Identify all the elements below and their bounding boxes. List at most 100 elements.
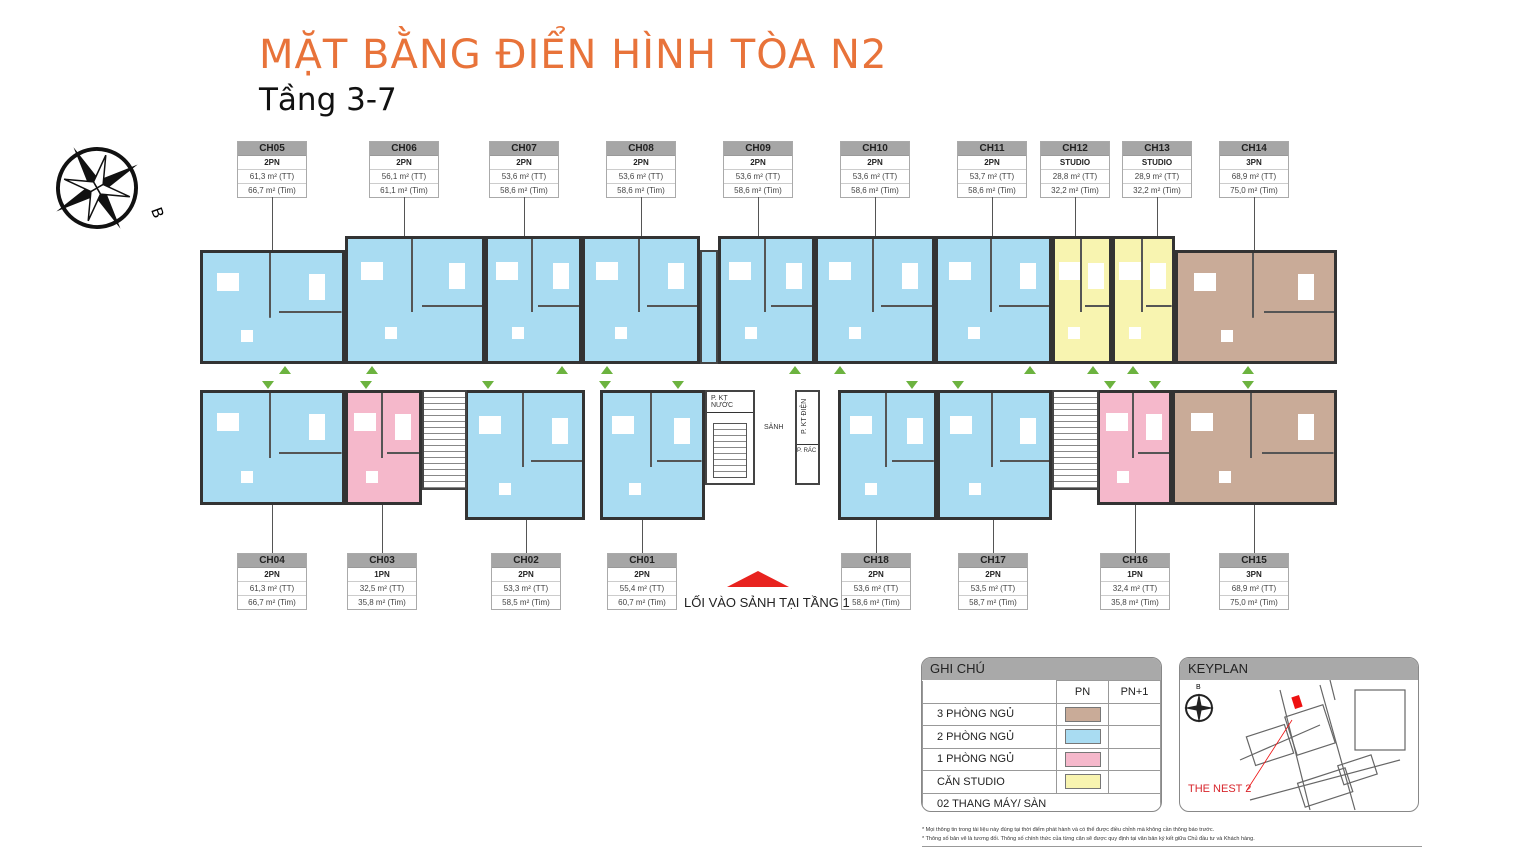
- keyplan-panel: KEYPLAN B THE NEST 2: [1179, 657, 1419, 812]
- unit-code: CH06: [370, 142, 438, 156]
- corridor-entry-marker-icon: [360, 381, 372, 389]
- unit-ch17[interactable]: [937, 390, 1052, 520]
- unit-tt: 28,9 m² (TT): [1123, 170, 1191, 184]
- core-water-room: P. KT NƯỚC: [705, 390, 755, 485]
- unit-type: 2PN: [238, 156, 306, 170]
- unit-tim: 58,6 m² (Tim): [852, 598, 900, 607]
- leader-line: [992, 197, 993, 236]
- leader-line: [642, 520, 643, 553]
- leader-line: [272, 505, 273, 553]
- unit-type: 2PN: [842, 568, 910, 582]
- unit-tt: 56,1 m² (TT): [370, 170, 438, 184]
- keyplan-map: B THE NEST 2: [1184, 679, 1406, 811]
- footnotes: * Mọi thông tin trong tài liệu này đúng …: [922, 826, 1255, 844]
- corridor-entry-marker-icon: [1024, 366, 1036, 374]
- corridor-entry-marker-icon: [279, 366, 291, 374]
- unit-type: 2PN: [607, 156, 675, 170]
- unit-type: 1PN: [348, 568, 416, 582]
- stairwell-left: [422, 390, 467, 490]
- stairwell-right: [1052, 390, 1099, 490]
- corridor-entry-marker-icon: [1242, 366, 1254, 374]
- unit-ch14[interactable]: [1175, 250, 1337, 364]
- legend-empty-cell: [1108, 725, 1161, 749]
- keyplan-project-label: THE NEST 2: [1188, 783, 1251, 795]
- unit-ch16[interactable]: [1097, 390, 1172, 505]
- legend-swatch-cell: [1056, 747, 1109, 771]
- legend-row-label: 3 PHÒNG NGỦ: [922, 702, 1057, 726]
- unit-tt: 55,4 m² (TT): [608, 582, 676, 596]
- unit-ch11[interactable]: [935, 236, 1052, 364]
- unit-type: 2PN: [608, 568, 676, 582]
- unit-ch07[interactable]: [485, 236, 582, 364]
- unit-code: CH15: [1220, 554, 1288, 568]
- unit-tt: 61,3 m² (TT): [238, 582, 306, 596]
- unit-ch02[interactable]: [465, 390, 585, 520]
- unit-tt: 53,6 m² (TT): [607, 170, 675, 184]
- unit-code: CH05: [238, 142, 306, 156]
- unit-ch15[interactable]: [1172, 390, 1337, 505]
- corridor-entry-marker-icon: [1149, 381, 1161, 389]
- unit-ch05[interactable]: [200, 250, 345, 364]
- unit-type: 2PN: [370, 156, 438, 170]
- corridor-entry-marker-icon: [556, 366, 568, 374]
- leader-line: [1135, 505, 1136, 553]
- trash-room-label: P. RÁC: [797, 444, 818, 454]
- unit-tim: 58,6 m² (Tim): [734, 186, 782, 195]
- leader-line: [641, 197, 642, 236]
- corridor-entry-marker-icon: [599, 381, 611, 389]
- unit-tim: 58,5 m² (Tim): [502, 598, 550, 607]
- leader-line: [758, 197, 759, 236]
- legend-swatch: [1064, 774, 1101, 790]
- unit-tt: 32,5 m² (TT): [348, 582, 416, 596]
- floor-subtitle: Tầng 3-7: [259, 82, 397, 118]
- leader-line: [1157, 197, 1158, 236]
- unit-type: 3PN: [1220, 568, 1288, 582]
- unit-tim: 35,8 m² (Tim): [358, 598, 406, 607]
- unit-code: CH18: [842, 554, 910, 568]
- footnote: * Thông số bản vẽ là tương đối. Thông số…: [922, 836, 1255, 842]
- unit-tt: 68,9 m² (TT): [1220, 582, 1288, 596]
- unit-type: STUDIO: [1123, 156, 1191, 170]
- unit-ch03[interactable]: [345, 390, 422, 505]
- corridor-entry-marker-icon: [952, 381, 964, 389]
- keyplan-title: KEYPLAN: [1180, 658, 1418, 680]
- unit-ch08[interactable]: [582, 236, 700, 364]
- unit-tim: 61,1 m² (Tim): [380, 186, 428, 195]
- compass-label: B: [147, 205, 167, 221]
- unit-tim: 75,0 m² (Tim): [1230, 186, 1278, 195]
- leader-line: [993, 520, 994, 553]
- unit-ch13[interactable]: [1112, 236, 1175, 364]
- unit-ch18[interactable]: [838, 390, 937, 520]
- unit-type: STUDIO: [1041, 156, 1109, 170]
- legend-row-label: 1 PHÒNG NGỦ: [922, 747, 1057, 771]
- unit-tt: 53,6 m² (TT): [490, 170, 558, 184]
- unit-code: CH09: [724, 142, 792, 156]
- unit-tt: 53,6 m² (TT): [841, 170, 909, 184]
- unit-tim: 35,8 m² (Tim): [1111, 598, 1159, 607]
- unit-ch04[interactable]: [200, 390, 345, 505]
- unit-code: CH04: [238, 554, 306, 568]
- unit-ch10[interactable]: [815, 236, 935, 364]
- unit-ch09[interactable]: [718, 236, 815, 364]
- unit-ch06[interactable]: [345, 236, 485, 364]
- legend-empty-cell: [1108, 702, 1161, 726]
- unit-tim: 75,0 m² (Tim): [1230, 598, 1278, 607]
- unit-code: CH12: [1041, 142, 1109, 156]
- unit-tt: 53,6 m² (TT): [724, 170, 792, 184]
- unit-tim: 32,2 m² (Tim): [1133, 186, 1181, 195]
- unit-code: CH14: [1220, 142, 1288, 156]
- legend-swatch: [1064, 706, 1101, 722]
- legend-row-label: CĂN STUDIO: [922, 770, 1057, 794]
- unit-ch01[interactable]: [600, 390, 705, 520]
- unit-type: 2PN: [490, 156, 558, 170]
- corridor-entry-marker-icon: [1104, 381, 1116, 389]
- unit-code: CH13: [1123, 142, 1191, 156]
- unit-ch12[interactable]: [1052, 236, 1112, 364]
- unit-tim: 66,7 m² (Tim): [248, 598, 296, 607]
- corridor-entry-marker-icon: [1242, 381, 1254, 389]
